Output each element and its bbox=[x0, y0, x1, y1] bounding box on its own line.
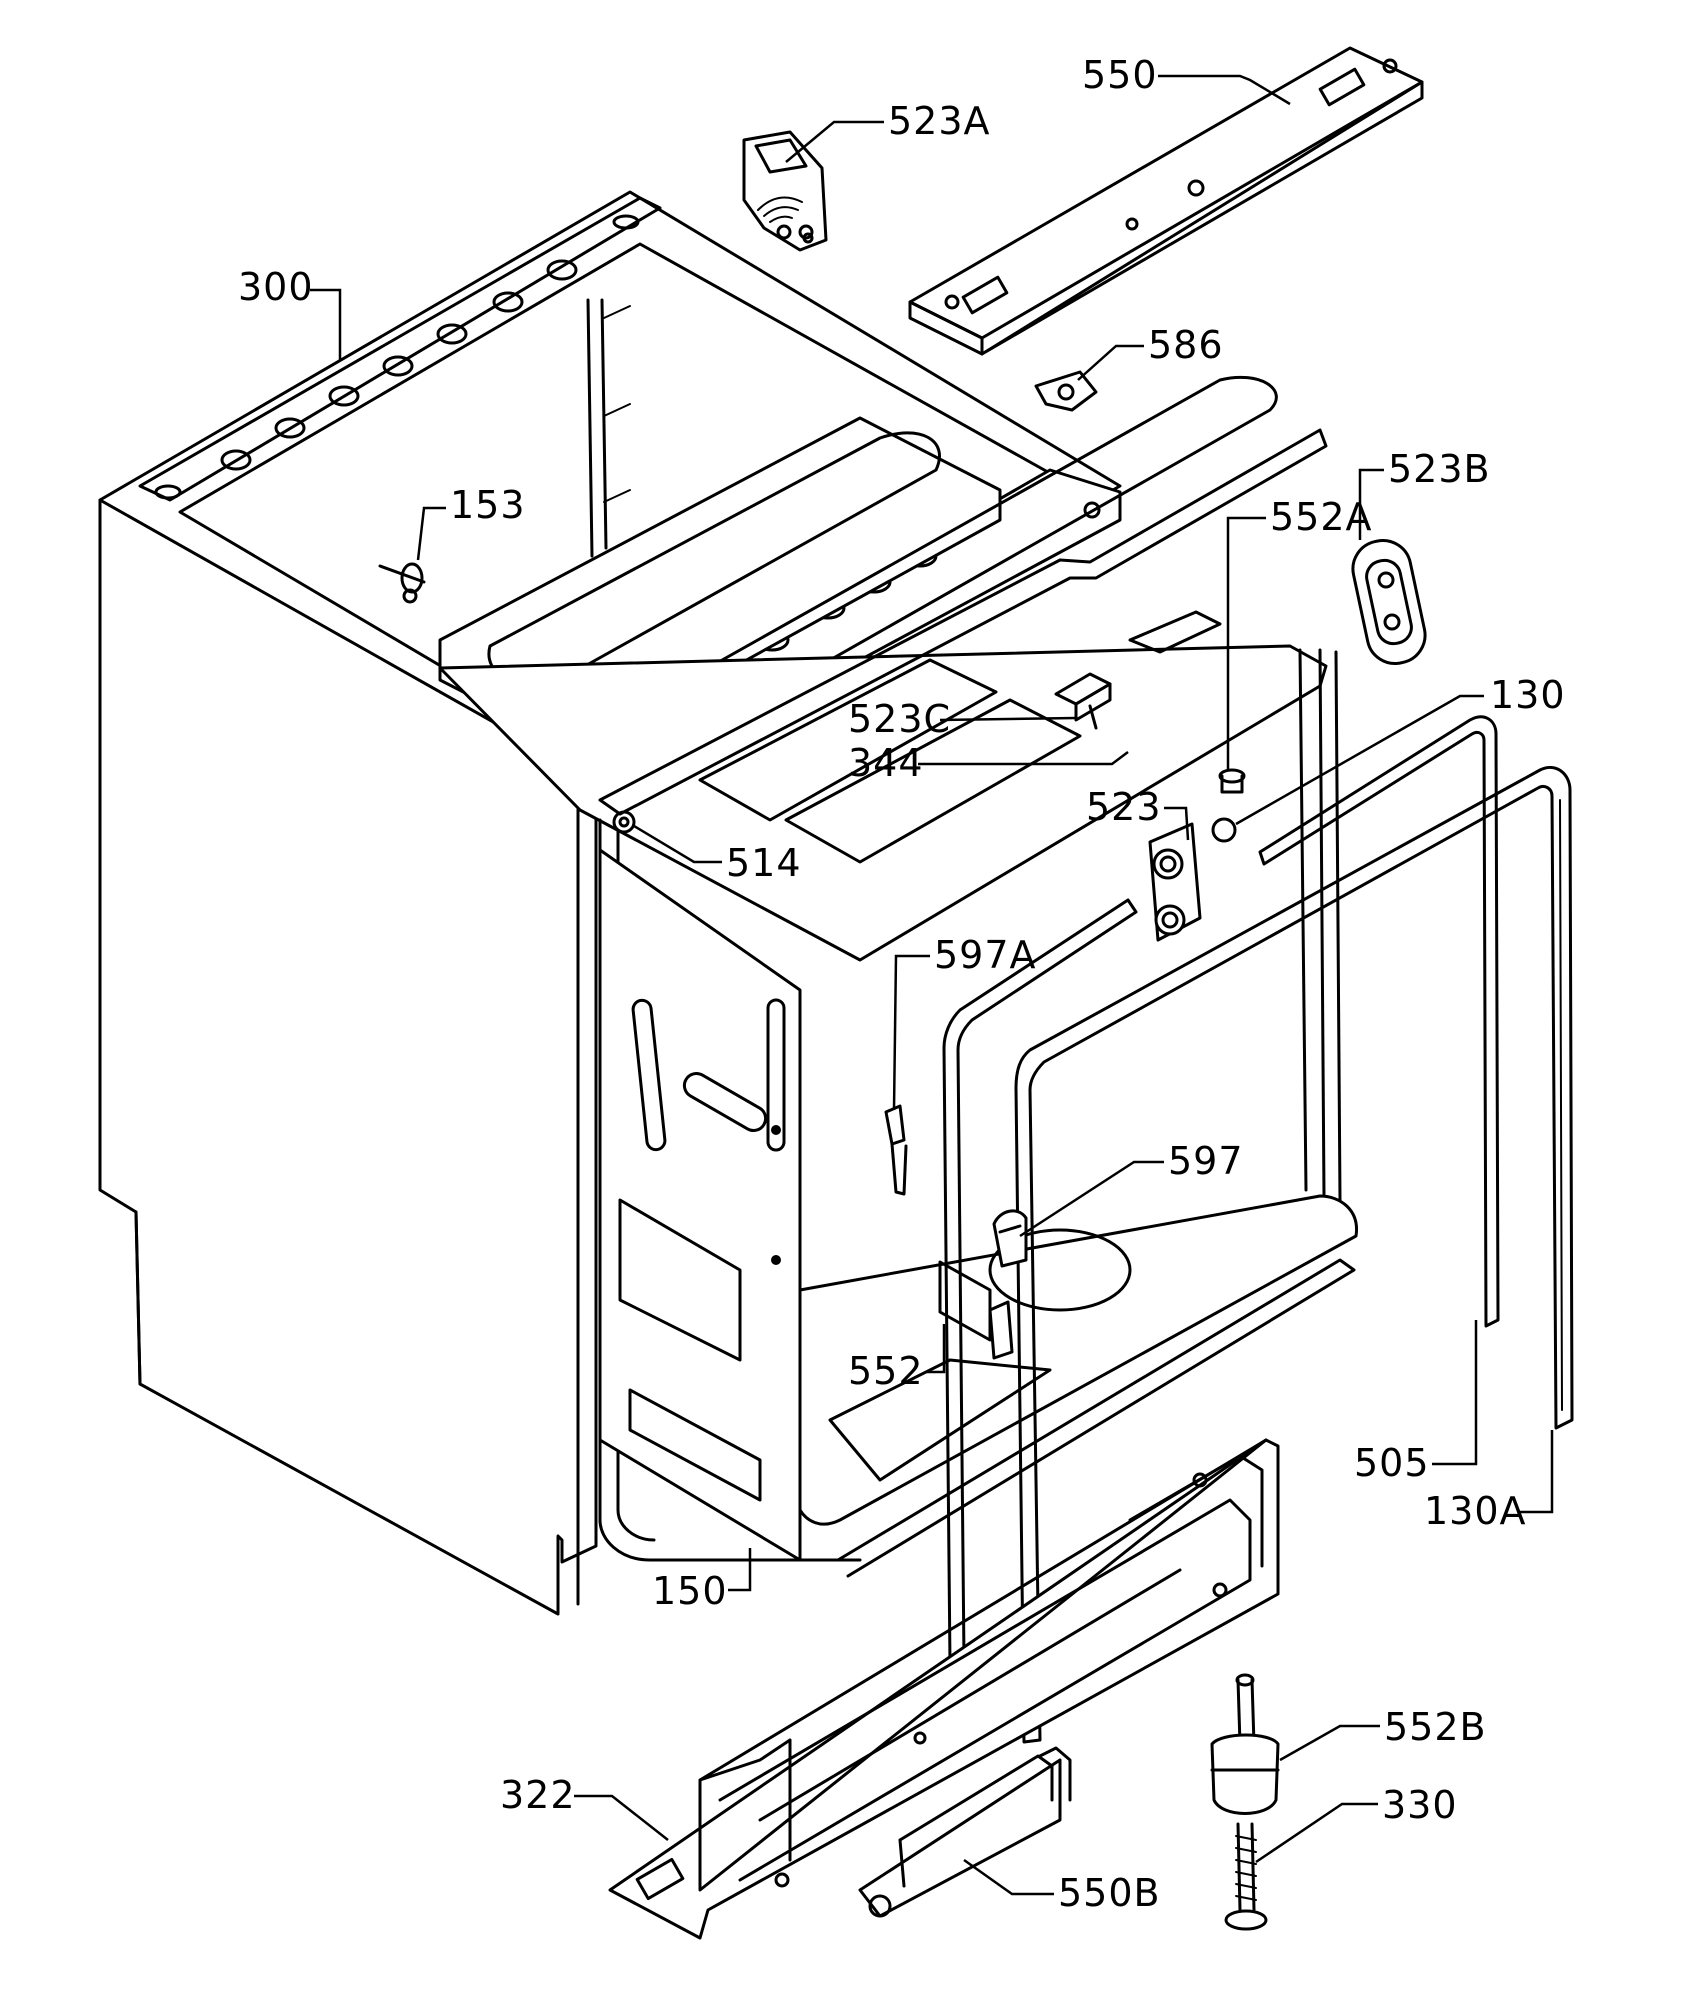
cabinet-top-holes bbox=[154, 214, 640, 500]
callout-130A: 130A bbox=[1424, 1489, 1527, 1533]
callout-552A: 552A bbox=[1270, 495, 1373, 539]
part-550-top-rail bbox=[908, 46, 1424, 356]
callout-523C: 523C bbox=[848, 697, 951, 741]
callout-150: 150 bbox=[652, 1569, 728, 1613]
part-552B-foot bbox=[1210, 1673, 1280, 1815]
part-597-hook bbox=[992, 1209, 1028, 1268]
callout-153: 153 bbox=[450, 483, 526, 527]
part-330-screw bbox=[1224, 1822, 1268, 1931]
part-130A-seal bbox=[1014, 766, 1574, 1744]
callout-330: 330 bbox=[1382, 1783, 1458, 1827]
callout-labels: 550 523A 300 586 523B 153 552A 130 523C … bbox=[238, 53, 1566, 1915]
part-552A-screw bbox=[1218, 768, 1246, 794]
callout-344: 344 bbox=[848, 741, 924, 785]
part-322-base bbox=[608, 1438, 1280, 1940]
part-523-hinge bbox=[1148, 822, 1202, 942]
leader-lines bbox=[310, 74, 1554, 1896]
part-586-clip bbox=[1034, 370, 1098, 412]
part-597A-latch bbox=[884, 1104, 908, 1196]
callout-505: 505 bbox=[1354, 1441, 1430, 1485]
part-130-washer bbox=[1211, 817, 1237, 843]
callout-523: 523 bbox=[1086, 785, 1162, 829]
callout-552B: 552B bbox=[1384, 1705, 1487, 1749]
part-door-seal bbox=[942, 898, 1138, 1666]
callout-586: 586 bbox=[1148, 323, 1224, 367]
callout-597: 597 bbox=[1168, 1139, 1244, 1183]
part-150-tub bbox=[438, 375, 1358, 1578]
part-552-rail bbox=[988, 1300, 1014, 1360]
callout-550: 550 bbox=[1082, 53, 1158, 97]
callout-597A: 597A bbox=[934, 933, 1037, 977]
part-523A-hinge-bracket bbox=[742, 130, 828, 252]
part-153-pin bbox=[378, 562, 426, 604]
callout-523A: 523A bbox=[888, 99, 991, 143]
callout-514: 514 bbox=[726, 841, 802, 885]
callout-550B: 550B bbox=[1058, 1871, 1161, 1915]
part-523B-hinge-cover bbox=[1351, 539, 1427, 665]
callout-523B: 523B bbox=[1388, 447, 1491, 491]
part-505-seal bbox=[1258, 715, 1500, 1328]
callout-322: 322 bbox=[500, 1773, 576, 1817]
part-550B-bracket bbox=[858, 1746, 1072, 1918]
part-514-spring bbox=[612, 810, 636, 834]
callout-130: 130 bbox=[1490, 673, 1566, 717]
part-523C-clip bbox=[1054, 672, 1112, 730]
callout-300: 300 bbox=[238, 265, 314, 309]
callout-552: 552 bbox=[848, 1349, 924, 1393]
